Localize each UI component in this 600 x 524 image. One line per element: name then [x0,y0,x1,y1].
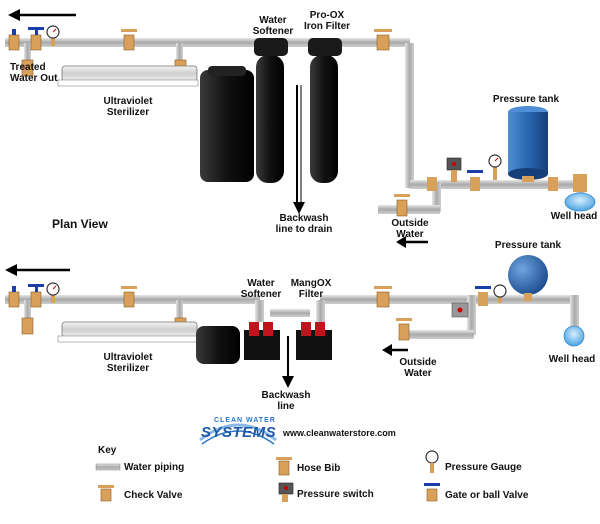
top-gate-valve-1 [8,29,20,51]
bottom-check-valve [374,286,392,308]
bottom-gate-valve-1 [8,286,20,308]
key-gate-valve-icon [424,483,440,502]
bottom-uv-line2: Sterilizer [106,363,150,374]
bottom-outside-line2: Water [404,368,432,379]
bottom-gate-valve-2 [28,284,44,308]
top-treated-water-label: Treated Water Out [10,62,57,84]
bottom-filter-line1: MangOX [290,278,332,289]
bottom-hose-bib [121,286,137,308]
key-title: Key [98,445,117,456]
bottom-softener-line1: Water [247,278,275,289]
bottom-outside-water-label: Outside Water [396,357,440,379]
bottom-filter-line2: Filter [298,289,324,300]
plan-view-title: Plan View [52,217,108,231]
top-pressure-tank-label: Pressure tank [492,94,560,105]
bottom-outside-line1: Outside [399,357,437,368]
top-backwash-label: Backwash line to drain [270,213,338,235]
bottom-pressure-gauge [46,282,60,303]
bottom-well-head [563,325,585,347]
top-treated-line2: Water Out [10,73,58,84]
top-iron-filter-tank [308,38,342,183]
key-pressure-gauge-label: Pressure Gauge [445,462,522,473]
bottom-pressure-tank-label: Pressure tank [494,240,562,251]
top-uv-sterilizer [21,59,199,87]
top-softener-line2: Softener [252,26,294,37]
top-softener-label: Water Softener [248,15,298,37]
bottom-backwash-line1: Backwash [261,390,311,401]
bottom-brine-tank [196,326,240,364]
key-water-piping-icon [95,463,121,471]
top-filter-line1: Pro-OX [309,10,345,21]
top-tank-valves [427,170,587,192]
bottom-outside-flow-arrow [382,344,408,356]
top-uv-line2: Sterilizer [106,107,150,118]
bottom-uv-line1: Ultraviolet [103,352,153,363]
bottom-backwash-label: Backwash line [260,390,312,412]
bottom-softener-line2: Softener [240,289,282,300]
bottom-softener-label: Water Softener [236,278,286,300]
key-pressure-switch-label: Pressure switch [297,489,374,500]
top-softener-tank [254,38,288,183]
brand-line2: SYSTEMS [201,424,277,441]
top-brine-tank [200,66,254,182]
top-backwash-line2: line to drain [275,224,333,235]
bottom-pressure-gauge-2 [493,284,507,303]
bottom-uv-label: Ultraviolet Sterilizer [98,352,158,374]
key-hose-bib-icon [276,457,292,476]
top-pressure-tank [508,106,548,182]
top-outside-line2: Water [396,229,424,240]
key-hose-bib-label: Hose Bib [297,463,341,474]
brand-logo [199,423,277,445]
key-check-valve-label: Check Valve [124,490,183,501]
brand-line1: CLEAN WATER [214,417,276,424]
bottom-uv-sterilizer [21,317,199,343]
bottom-well-head-label: Well head [548,354,596,365]
bottom-filter-label: MangOX Filter [286,278,336,300]
top-pressure-gauge-2 [488,154,502,180]
brand-url: www.cleanwaterstore.com [283,428,396,438]
top-flow-arrow [8,9,76,21]
top-outside-water-label: Outside Water [388,218,432,240]
top-outside-line1: Outside [391,218,429,229]
top-well-head-label: Well head [550,211,598,222]
bottom-backwash-line2: line [277,401,295,412]
top-pressure-gauge [46,25,60,46]
key-water-piping-label: Water piping [124,462,185,473]
top-treated-line1: Treated [10,62,46,73]
top-gate-valve-2 [28,27,44,51]
bottom-tank-valve [475,286,491,306]
bottom-filter-head [296,322,332,360]
bottom-flow-arrow [5,264,70,276]
top-check-valve [374,29,392,51]
bottom-pressure-tank [508,255,548,301]
bottom-pressure-switch [451,302,469,318]
key-pressure-gauge-icon [425,450,439,473]
top-filter-label: Pro-OX Iron Filter [298,10,356,32]
top-filter-line2: Iron Filter [303,21,351,32]
key-pressure-switch-icon [278,482,294,502]
bottom-backwash-arrow [282,336,294,388]
bottom-outside-hose-bib [396,318,412,341]
key-gate-valve-label: Gate or ball Valve [445,490,529,501]
top-backwash-line1: Backwash [279,213,329,224]
top-uv-line1: Ultraviolet [103,96,153,107]
bottom-softener-head [244,322,280,360]
top-softener-line1: Water [259,15,287,26]
top-pressure-switch [446,157,462,182]
top-uv-label: Ultraviolet Sterilizer [98,96,158,118]
top-outside-hose-bib [394,194,410,217]
key-check-valve-icon [98,485,114,502]
top-well-head [564,192,596,212]
top-backwash-arrow [293,85,305,214]
top-water-piping [5,38,585,214]
top-outside-flow-arrow [396,236,428,248]
top-hose-bib [121,29,137,51]
